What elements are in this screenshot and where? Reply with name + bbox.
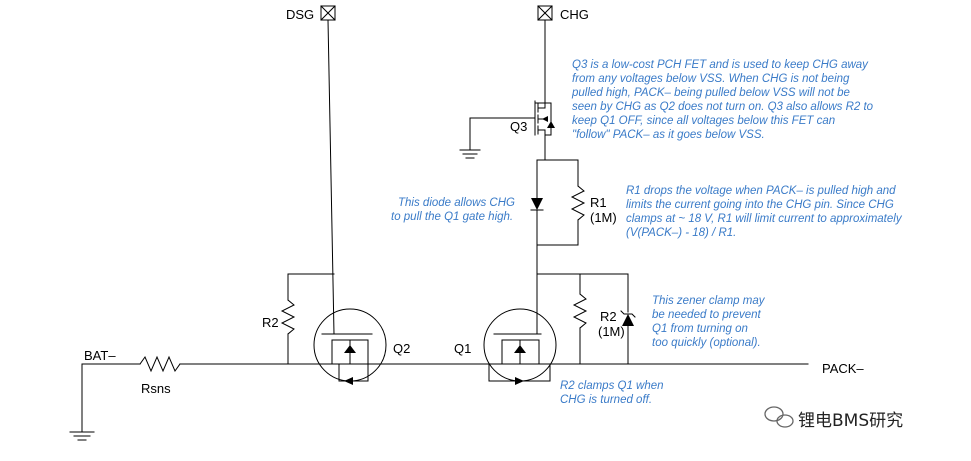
svg-text:limits the current going into: limits the current going into the CHG pi… <box>626 199 894 211</box>
dsg-label: DSG <box>286 7 314 22</box>
wechat-icon <box>764 406 794 428</box>
r2-left-resistor <box>280 273 296 365</box>
r2-value-label: (1M) <box>598 324 625 339</box>
pack-label: PACK– <box>822 361 864 376</box>
r2-right-label: R2 <box>600 309 617 324</box>
watermark: 锂电BMS研究 <box>764 406 903 431</box>
svg-text:This zener clamp may: This zener clamp may <box>652 295 766 307</box>
svg-text:CHG is turned off.: CHG is turned off. <box>560 394 652 406</box>
q1-transistor <box>493 299 542 365</box>
zener-triangle-icon <box>622 314 634 326</box>
q3-label: Q3 <box>510 119 527 134</box>
diode-note: This diode allows CHG to pull the Q1 gat… <box>391 197 515 223</box>
svg-text:This diode allows CHG: This diode allows CHG <box>398 197 515 209</box>
svg-text:R2 clamps Q1 when: R2 clamps Q1 when <box>560 380 664 392</box>
svg-text:Q3 is a low-cost PCH FET and i: Q3 is a low-cost PCH FET and is used to … <box>572 59 869 71</box>
q1-arrow-icon <box>514 345 526 353</box>
q2-diode-icon <box>344 377 353 385</box>
q3-transistor <box>469 97 552 161</box>
bat-label: BAT– <box>84 348 116 363</box>
q2-arrow-icon <box>344 345 356 353</box>
svg-text:Q1 from turning on: Q1 from turning on <box>652 323 748 335</box>
r2-right-resistor <box>572 273 588 365</box>
diode-r1-icon <box>531 198 543 210</box>
dsg-pin <box>320 5 336 21</box>
dsg-gate-wire <box>327 19 335 335</box>
chg-label: CHG <box>560 7 589 22</box>
svg-text:(V(PACK–) - 18) / R1.: (V(PACK–) - 18) / R1. <box>626 227 736 239</box>
svg-text:clamps at ~ 18 V, R1 will limi: clamps at ~ 18 V, R1 will limit current … <box>626 213 903 225</box>
r1-note: R1 drops the voltage when PACK– is pulle… <box>626 185 903 239</box>
q1-body-diode-loop <box>488 363 551 382</box>
svg-text:to pull the Q1 gate high.: to pull the Q1 gate high. <box>391 211 513 223</box>
svg-text:"follow" PACK– as it goes belo: "follow" PACK– as it goes below VSS. <box>572 129 765 141</box>
svg-text:R1 drops the voltage when PACK: R1 drops the voltage when PACK– is pulle… <box>626 185 896 197</box>
q3-arrow-icon <box>542 116 548 122</box>
q2-transistor <box>321 333 373 365</box>
rsns-resistor <box>139 355 181 373</box>
bat-ground-icon <box>69 431 95 441</box>
svg-text:be needed to prevent: be needed to prevent <box>652 309 762 321</box>
q1-diode-icon <box>515 377 524 385</box>
q2-label: Q2 <box>393 341 410 356</box>
svg-text:too quickly (optional).: too quickly (optional). <box>652 337 761 349</box>
r1-value-label: (1M) <box>590 210 617 225</box>
q3-ground-icon <box>459 149 481 159</box>
r2-note: R2 clamps Q1 when CHG is turned off. <box>560 380 664 406</box>
r2-left-label: R2 <box>262 315 279 330</box>
q2-body-diode-loop <box>338 363 369 382</box>
svg-text:seen by CHG as Q2 does not tur: seen by CHG as Q2 does not turn on. Q3 a… <box>572 101 874 113</box>
rsns-label: Rsns <box>141 381 171 396</box>
q3-diode-icon <box>547 121 555 128</box>
watermark-text: 锂电BMS研究 <box>798 411 903 431</box>
q1-label: Q1 <box>454 341 471 356</box>
r1-resistor <box>570 159 586 246</box>
svg-text:pulled high, PACK– being pull: pulled high, PACK– being pulled below VS… <box>571 87 850 99</box>
q3-note: Q3 is a low-cost PCH FET and is used to … <box>571 59 874 141</box>
r1-label: R1 <box>590 195 607 210</box>
svg-text:from any voltages below VSS. W: from any voltages below VSS. When CHG is… <box>572 73 850 85</box>
chg-pin <box>537 5 553 21</box>
zener-note: This zener clamp may be needed to preven… <box>652 295 766 349</box>
svg-text:keep Q1 OFF, since all voltage: keep Q1 OFF, since all voltages below th… <box>572 115 835 127</box>
